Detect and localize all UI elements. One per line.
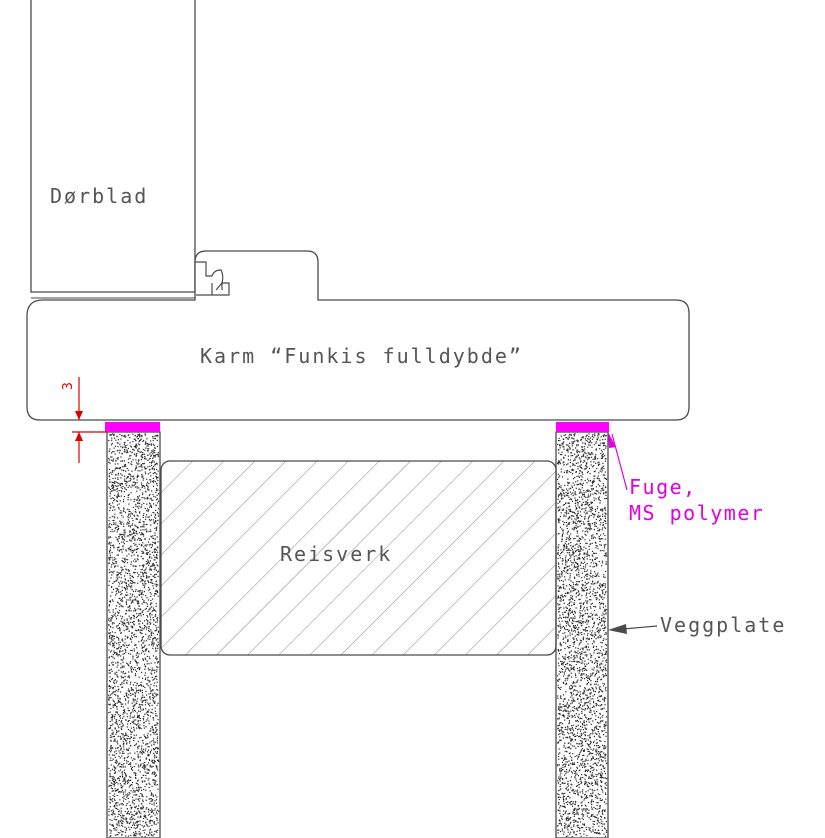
- door-frame-profile: [26, 250, 690, 421]
- door-leaf-label: Dørblad: [50, 184, 148, 208]
- door-seal-detail: [195, 261, 230, 296]
- stud-label: Reisverk: [280, 542, 392, 566]
- wall-board-leader: [608, 624, 658, 634]
- wall-board-right: [555, 431, 609, 838]
- dimension-value: 3: [61, 382, 76, 390]
- joint-leader: [608, 432, 628, 491]
- joint-right: [556, 422, 609, 432]
- joint-left: [105, 422, 160, 432]
- wall-board-label: Veggplate: [660, 613, 786, 637]
- speckle-fill: [557, 433, 608, 838]
- door-leaf: [30, 0, 196, 299]
- speckle-fill: [108, 433, 160, 838]
- joint-label-line2: MS polymer: [629, 501, 764, 525]
- dimension-marker: [72, 377, 107, 463]
- joint-label-line1: Fuge,: [629, 475, 697, 499]
- stud: [160, 460, 557, 656]
- frame-label: Karm “Funkis fulldybde”: [200, 344, 523, 368]
- wall-board-left: [106, 431, 161, 838]
